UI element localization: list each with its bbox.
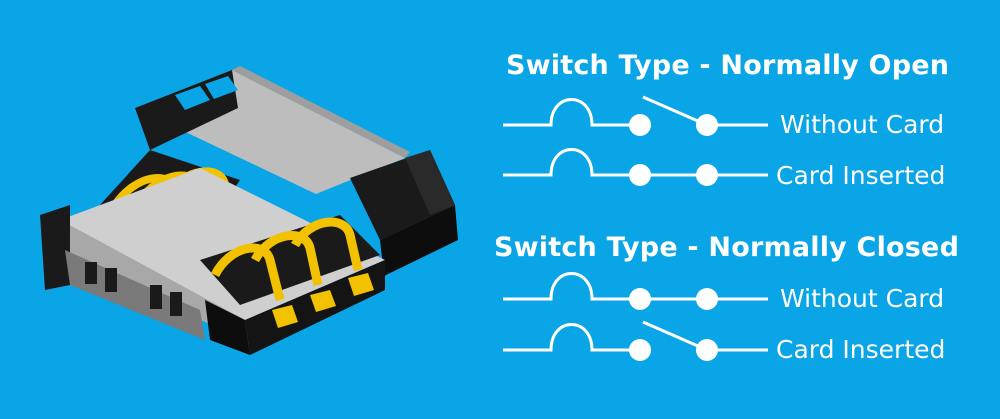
switch-row-4-contact-open	[642, 320, 708, 352]
switch-row-1-wire-left	[503, 98, 640, 127]
nc-card-inserted-label: Card Inserted	[776, 335, 946, 364]
nc-without-card-label: Without Card	[780, 284, 945, 313]
no-card-inserted-label: Card Inserted	[776, 161, 946, 190]
normally-closed-title: Switch Type - Normally Closed	[494, 232, 960, 263]
switch-row-2-wire-left	[503, 148, 640, 177]
switch-row-3-wire-left	[503, 272, 640, 301]
normally-open-title: Switch Type - Normally Open	[506, 50, 950, 81]
no-without-card-label: Without Card	[780, 110, 945, 139]
switch-row-1-node-a	[629, 114, 651, 136]
switch-row-4-node-a	[629, 339, 651, 361]
switch-row-4-wire-left	[503, 323, 640, 352]
switch-row-1-contact-open	[642, 95, 708, 127]
sim-card-connector-icon	[40, 66, 458, 355]
